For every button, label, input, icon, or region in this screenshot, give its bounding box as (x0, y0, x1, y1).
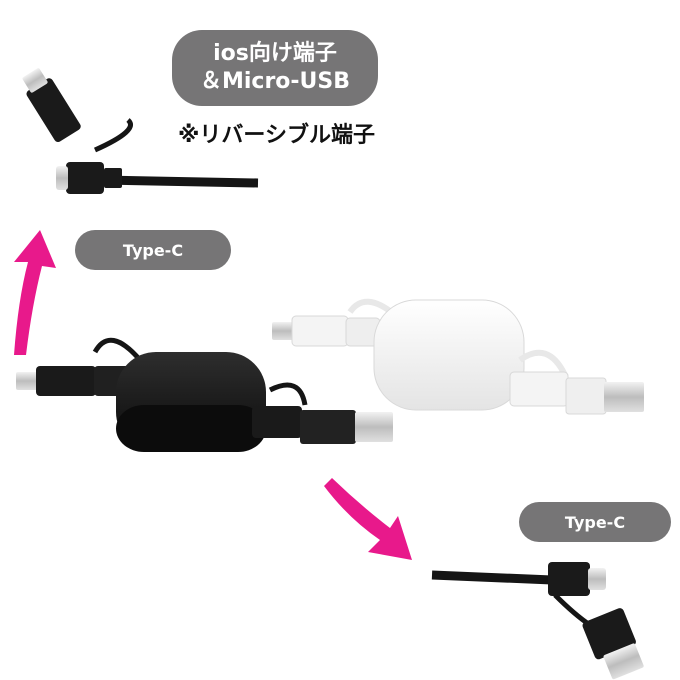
bottom-connector-illustration (431, 562, 644, 680)
typec-label-top: Type-C (75, 230, 231, 270)
arrow-up-icon (14, 230, 56, 355)
top-connector-illustration (22, 68, 259, 194)
connector-label-line2: ＆Micro-USB (199, 69, 351, 94)
white-retractable-cable (272, 298, 644, 415)
reversible-note: ※リバーシブル端子 (178, 123, 375, 148)
arrow-down-right-icon (324, 478, 412, 560)
typec-label-bottom: Type-C (519, 502, 671, 542)
connector-label-pill: ios向け端子 ＆Micro-USB (172, 30, 378, 106)
black-retractable-cable (16, 337, 393, 452)
connector-label-line1: ios向け端子 (213, 41, 337, 66)
